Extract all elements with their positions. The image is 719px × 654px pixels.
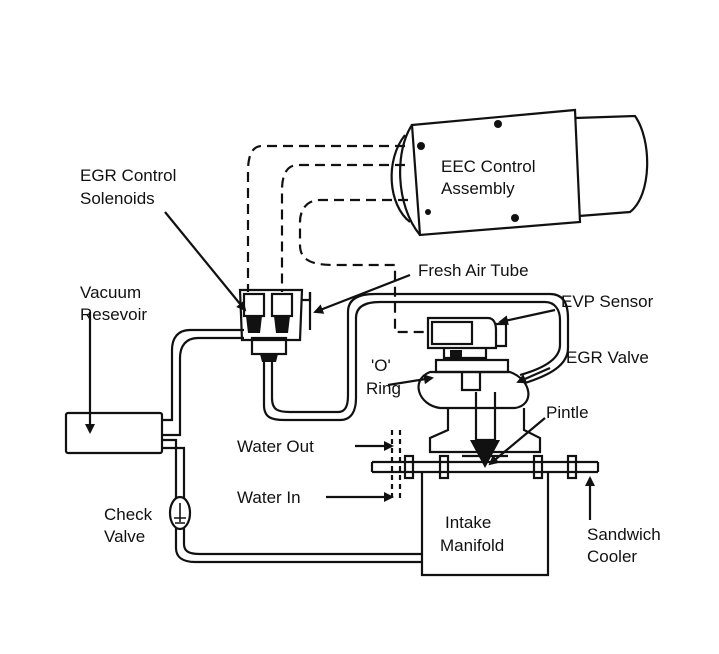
- check-valve-label-line1: Check: [104, 505, 153, 524]
- intake-manifold: Intake Manifold: [420, 472, 550, 577]
- egr-valve-label: EGR Valve: [566, 348, 649, 367]
- vacuum-hoses: [162, 292, 570, 564]
- water-out-label: Water Out: [237, 437, 314, 456]
- eec-label-line2: Assembly: [441, 179, 515, 198]
- o-ring-label-line2: Ring: [366, 379, 401, 398]
- intake-label-line2: Manifold: [440, 536, 504, 555]
- vacuum-reservoir: [64, 411, 164, 455]
- evp-sensor: [426, 316, 508, 360]
- eec-label-line1: EEC Control: [441, 157, 535, 176]
- check-valve-label-line2: Valve: [104, 527, 145, 546]
- evp-sensor-label: EVP Sensor: [561, 292, 654, 311]
- sandwich-cooler-label-line1: Sandwich: [587, 525, 661, 544]
- pintle-label: Pintle: [546, 403, 589, 422]
- pointer-arrows: [85, 211, 595, 520]
- vacuum-label-line2: Resevoir: [80, 305, 147, 324]
- check-valve: [168, 495, 192, 531]
- egr-control-solenoids: [238, 288, 312, 362]
- egr-control-label-line1: EGR Control: [80, 166, 176, 185]
- egr-control-label-line2: Solenoids: [80, 189, 155, 208]
- eec-control-assembly: EEC Control Assembly: [390, 108, 649, 237]
- wiring-harness: [246, 144, 425, 334]
- vacuum-label-line1: Vacuum: [80, 283, 141, 302]
- intake-label-line1: Intake: [445, 513, 491, 532]
- sandwich-cooler-label-line2: Cooler: [587, 547, 637, 566]
- egr-valve: [417, 358, 542, 468]
- water-in-label: Water In: [237, 488, 301, 507]
- fresh-air-tube-label: Fresh Air Tube: [418, 261, 529, 280]
- o-ring-label-line1: 'O': [371, 356, 391, 375]
